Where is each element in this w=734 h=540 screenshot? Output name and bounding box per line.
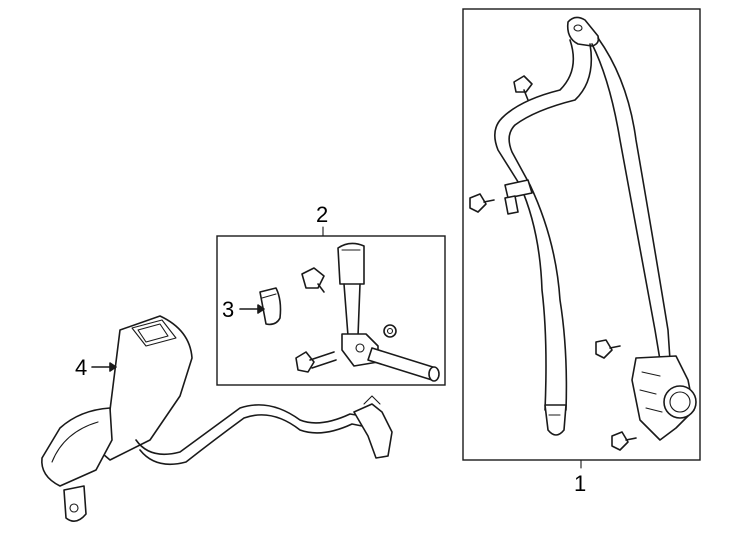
cable-outer: [135, 404, 363, 456]
part-3-cover: 3: [222, 287, 282, 326]
buckle-base-inner: [51, 421, 99, 463]
bolt-1c: [595, 339, 621, 359]
part-4-buckle-with-cable: 4: [41, 315, 393, 522]
bolt-1d: [611, 431, 637, 451]
buckle-stalk: [343, 283, 361, 337]
callout-3[interactable]: 3: [222, 297, 234, 322]
belt-guide: [504, 179, 533, 199]
buckle-base: [41, 407, 113, 487]
upper-anchor-hole: [573, 24, 583, 32]
belt-guide-clip: [504, 195, 519, 215]
webbing-right-outer: [591, 43, 661, 361]
upper-anchor-plate: [566, 16, 600, 47]
buckle-head: [337, 242, 365, 285]
pipe-end: [428, 366, 440, 382]
cover-lip: [261, 293, 277, 299]
callout-1[interactable]: 1: [574, 471, 586, 496]
buckle-pipe: [367, 347, 437, 381]
connector-latch: [363, 395, 381, 405]
washer: [383, 324, 397, 338]
webbing-left-inner: [508, 43, 593, 411]
buckle-slot: [131, 319, 177, 347]
part-2-buckle-assembly: 2: [216, 202, 446, 386]
webbing-left-outer: [494, 39, 575, 411]
retractor-spool: [663, 385, 697, 419]
part-2-box: [216, 235, 446, 386]
lower-anchor: [544, 404, 567, 436]
callout-4[interactable]: 4: [75, 355, 87, 380]
cable-inner: [139, 414, 363, 466]
bolt-1a: [513, 75, 533, 101]
part-1-belt-assembly: 1: [462, 8, 701, 496]
bracket-hole: [355, 343, 365, 353]
webbing-right-inner: [597, 37, 671, 361]
part-3-arrowhead: [257, 304, 265, 314]
cover-body: [259, 287, 282, 326]
bolt-2b: [295, 351, 337, 373]
anchor-hole: [69, 503, 79, 513]
retractor-spool-inner: [669, 391, 691, 413]
bolt-1b: [469, 193, 495, 213]
callout-2[interactable]: 2: [316, 202, 328, 227]
retractor-body: [631, 355, 695, 441]
washer-hole: [386, 327, 394, 335]
retractor-detail: [639, 371, 663, 413]
part-4-arrowhead: [109, 362, 117, 372]
cable-connector: [353, 403, 393, 459]
bolt-2a: [301, 267, 325, 293]
buckle-housing: [95, 315, 193, 461]
buckle-slot-inner: [137, 323, 169, 343]
